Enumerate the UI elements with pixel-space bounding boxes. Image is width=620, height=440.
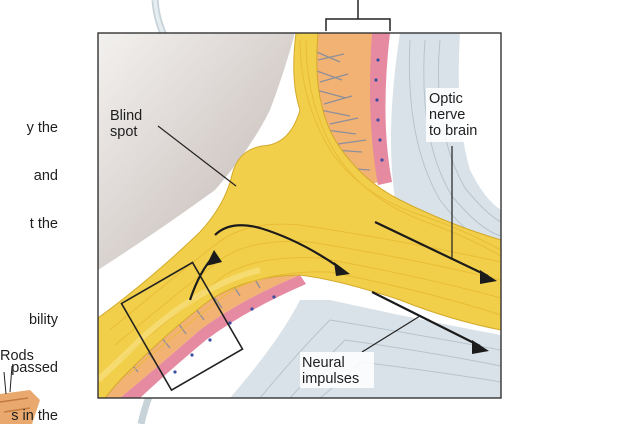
optic-nerve <box>98 33 501 398</box>
neural-impulses-leader <box>361 315 421 353</box>
rods-label: Rods <box>0 348 34 364</box>
blind-spot-leader <box>157 125 237 187</box>
magnified-region-box <box>120 261 244 392</box>
rods-illustration <box>0 365 40 424</box>
left-line-2: and <box>33 168 58 184</box>
left-line-3: t the <box>29 216 58 232</box>
left-text-fragments: y the and t the bility passed s in the <box>0 88 58 440</box>
vitreous-region <box>98 33 295 270</box>
retina-blind-spot-diagram <box>0 0 502 424</box>
left-line-7: s in the <box>11 408 58 424</box>
left-line-5: bility <box>28 312 58 328</box>
sclera-lower <box>230 300 501 398</box>
blind-spot-label: Blind spot <box>110 108 143 140</box>
diagram-panel <box>98 33 501 398</box>
optic-nerve-label: Optic nerve to brain <box>429 91 478 139</box>
top-bracket <box>325 18 391 31</box>
left-line-6: passed <box>11 360 58 376</box>
diagram-frame <box>97 32 502 399</box>
retina-lower <box>98 249 300 398</box>
left-line-4 <box>0 264 58 280</box>
neural-impulses-label: Neural impulses <box>302 355 360 387</box>
impulse-arrows <box>188 221 489 347</box>
left-line-1: y the <box>26 120 58 136</box>
